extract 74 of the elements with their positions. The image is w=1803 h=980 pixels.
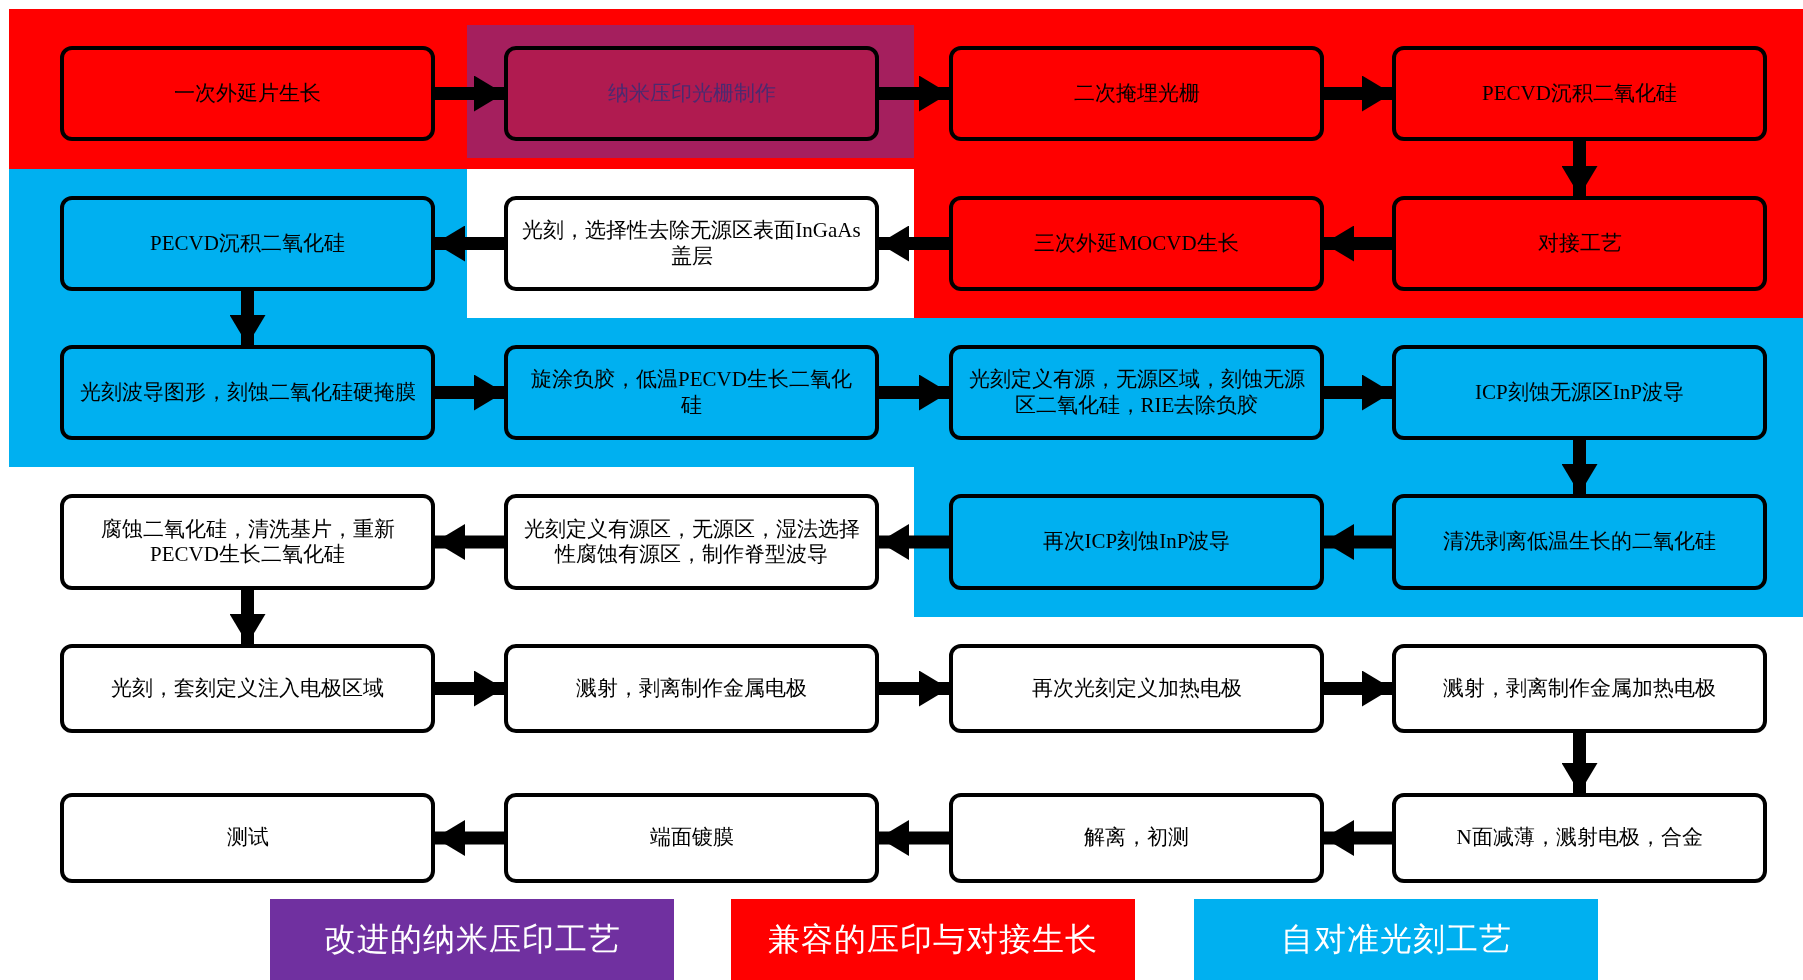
process-box — [1392, 46, 1767, 141]
process-box — [1392, 494, 1767, 590]
process-box — [504, 46, 879, 141]
arrow — [879, 75, 949, 112]
process-box — [504, 345, 879, 440]
step-label: 光刻，套刻定义注入电极区域 — [111, 675, 384, 702]
arrow — [1561, 440, 1598, 494]
step-label: 光刻波导图形，刻蚀二氧化硅硬掩膜 — [79, 379, 416, 406]
step-label: 解离，初测 — [1084, 825, 1189, 851]
process-box — [504, 644, 879, 733]
step-label: PECVD沉积二氧化硅 — [1482, 80, 1677, 107]
arrow — [1324, 524, 1392, 560]
step-label: 溅射，剥离制作金属加热电极 — [1443, 675, 1716, 702]
step-label: PECVD沉积二氧化硅 — [150, 230, 345, 257]
step-label: 光刻定义有源，无源区域，刻蚀无源区二氧化硅，RIE去除负胶 — [967, 367, 1306, 418]
arrow — [1561, 141, 1598, 196]
step-label: 腐蚀二氧化硅，清洗基片，重新PECVD生长二氧化硅 — [99, 516, 396, 568]
process-box — [60, 494, 435, 590]
legend-label: 改进的纳米压印工艺 — [323, 919, 621, 959]
arrow — [879, 374, 949, 411]
process-box — [1392, 345, 1767, 440]
step-label: 对接工艺 — [1537, 230, 1622, 257]
arrow — [879, 820, 949, 856]
arrow — [879, 670, 949, 707]
process-box — [504, 196, 879, 291]
arrow — [879, 524, 949, 560]
process-box — [949, 644, 1324, 733]
arrow — [435, 75, 504, 112]
step-label: 光刻定义有源区，无源区，湿法选择性腐蚀有源区，制作脊型波导 — [522, 516, 861, 568]
arrow — [1324, 670, 1392, 707]
arrow — [229, 590, 266, 644]
arrow — [229, 291, 266, 345]
process-box — [949, 494, 1324, 590]
arrow — [1561, 733, 1598, 793]
process-box — [1392, 644, 1767, 733]
process-box — [60, 345, 435, 440]
arrow — [435, 374, 504, 411]
step-label: 再次光刻定义加热电极 — [1031, 675, 1242, 702]
process-box — [949, 793, 1324, 883]
legend-label: 自对准光刻工艺 — [1280, 919, 1512, 959]
step-label: 一次外延片生长 — [174, 80, 321, 107]
process-box — [949, 345, 1324, 440]
process-box — [60, 196, 435, 291]
arrow — [435, 670, 504, 707]
arrow — [879, 225, 949, 262]
step-label: 光刻，选择性去除无源区表面InGaAs盖层 — [522, 218, 861, 269]
step-label: N面减薄，溅射电极，合金 — [1456, 825, 1703, 851]
process-box — [949, 196, 1324, 291]
process-box — [60, 793, 435, 883]
step-label: 再次ICP刻蚀InP波导 — [1042, 529, 1231, 555]
legend-label: 兼容的压印与对接生长 — [768, 919, 1098, 959]
process-box — [504, 793, 879, 883]
arrow — [435, 820, 504, 856]
process-box — [949, 46, 1324, 141]
step-label: 清洗剥离低温生长的二氧化硅 — [1443, 529, 1716, 555]
arrow — [1324, 75, 1392, 112]
process-box — [1392, 793, 1767, 883]
step-label: 纳米压印光栅制作 — [607, 80, 776, 107]
arrow — [435, 225, 504, 262]
arrow — [1324, 820, 1392, 856]
arrow — [1324, 225, 1392, 262]
step-label: ICP刻蚀无源区InP波导 — [1475, 379, 1684, 406]
arrow — [1324, 374, 1392, 411]
process-box — [504, 494, 879, 590]
step-label: 二次掩埋光栅 — [1073, 80, 1200, 107]
step-label: 旋涂负胶，低温PECVD生长二氧化硅 — [530, 367, 853, 418]
process-box — [60, 46, 435, 141]
step-label: 端面镀膜 — [649, 825, 734, 851]
step-label: 测试 — [226, 825, 269, 851]
arrow — [435, 524, 504, 560]
process-box — [1392, 196, 1767, 291]
step-label: 溅射，剥离制作金属电极 — [576, 675, 807, 702]
step-label: 三次外延MOCVD生长 — [1034, 230, 1239, 257]
process-box — [60, 644, 435, 733]
